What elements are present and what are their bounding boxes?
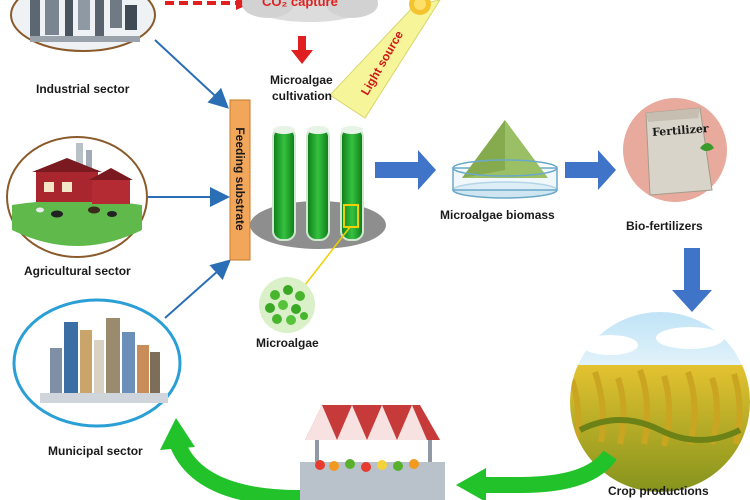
- microalgae-biomass-label: Microalgae biomass: [440, 208, 555, 222]
- co2-capture-label: CO₂ capture: [262, 0, 338, 9]
- cycle-arrows: [160, 418, 617, 500]
- industrial-sector-illustration: [10, 0, 156, 52]
- to-crops-arrow: [672, 248, 712, 312]
- microalgae-cultivation-label-line1: Microalgae: [270, 73, 333, 87]
- microalgae-biomass-dish: [452, 120, 558, 199]
- microalgae-label: Microalgae: [256, 336, 319, 350]
- zoom-connector: [304, 226, 351, 286]
- agricultural-sector-illustration: [6, 136, 148, 258]
- to-biomass-arrow: [375, 150, 436, 190]
- crop-productions-label: Crop productions: [608, 484, 709, 498]
- feeding-substrate-bar: [229, 99, 251, 261]
- microalgae-cells: [259, 277, 315, 333]
- to-fertilizer-arrow: [565, 150, 616, 190]
- co2-flow-arrow: [165, 0, 252, 10]
- industrial-sector-label: Industrial sector: [36, 82, 130, 96]
- market-stall-illustration: [300, 405, 445, 500]
- sun-icon: [329, 0, 441, 119]
- red-down-arrow: [291, 36, 313, 64]
- agricultural-sector-label: Agricultural sector: [24, 264, 131, 278]
- municipal-sector-label: Municipal sector: [48, 444, 143, 458]
- fertilizer-bag-illustration: [623, 98, 727, 202]
- photobioreactor-tubes: [250, 126, 386, 249]
- bio-fertilizers-label: Bio-fertilizers: [626, 219, 703, 233]
- sector-to-substrate-arrows: [148, 39, 231, 319]
- feeding-substrate-label: Feeding substrate: [233, 127, 247, 231]
- co2-capture-cloud: [242, 0, 378, 22]
- microalgae-cultivation-label-line2: cultivation: [272, 89, 333, 103]
- municipal-sector-illustration: [12, 298, 182, 428]
